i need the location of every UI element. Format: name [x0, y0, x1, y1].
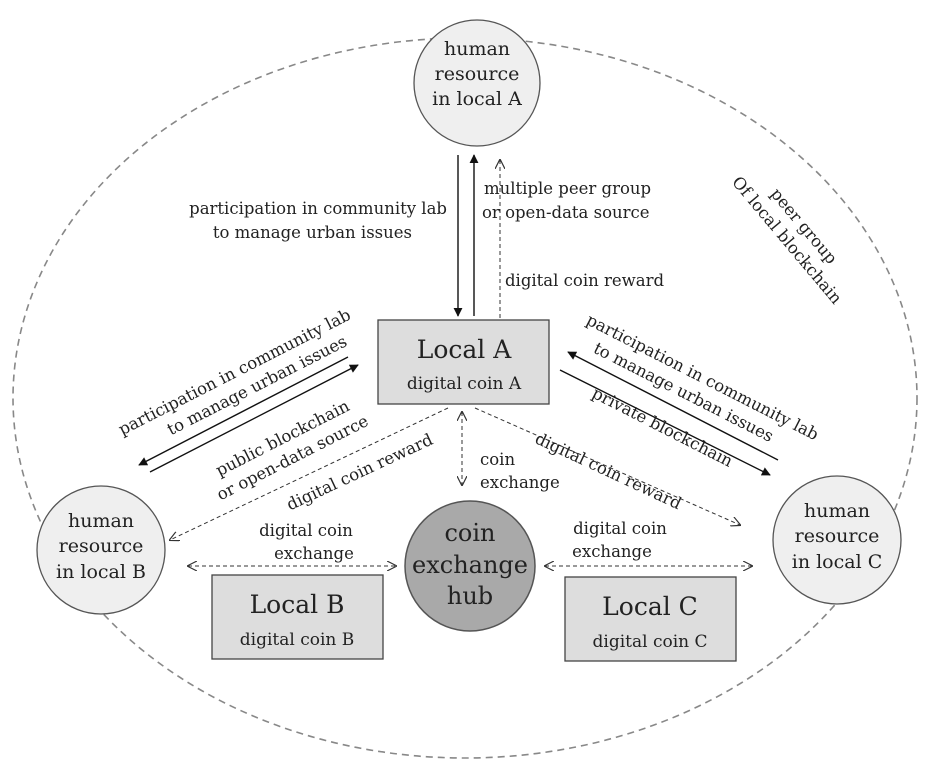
local-c-coin: digital coin C [593, 632, 708, 652]
local-a-coin: digital coin A [407, 374, 522, 394]
human-b-line1: human [68, 510, 134, 532]
node-human-a: human resource in local A [413, 19, 541, 147]
human-a-line2: resource [435, 63, 520, 85]
arrow-reward-to-c [474, 407, 740, 525]
arrow-left-source [149, 364, 359, 473]
arrow-reward-to-b [170, 407, 449, 540]
node-human-b: human resource in local B [36, 485, 166, 615]
node-local-a: Local A digital coin A [377, 319, 550, 405]
local-c-title: Local C [602, 592, 698, 621]
top-reward-label: digital coin reward [505, 271, 664, 290]
human-c-line3: in local C [792, 551, 883, 573]
center-exchange-line2: exchange [480, 473, 560, 492]
top-participation-line2: to manage urban issues [213, 223, 412, 242]
human-c-line2: resource [795, 525, 880, 547]
right-reward-text: digital coin reward [532, 429, 685, 514]
node-human-c: human resource in local C [772, 475, 902, 605]
human-a-line3: in local A [432, 88, 522, 110]
arrow-left-participation [138, 356, 349, 466]
human-b-line2: resource [59, 535, 144, 557]
human-c-line1: human [804, 500, 870, 522]
hub-line3: hub [447, 582, 493, 610]
peer-group-boundary [12, 37, 918, 759]
right-exchange-line1: digital coin [573, 519, 667, 538]
right-exchange-line2: exchange [572, 542, 652, 561]
local-b-coin: digital coin B [240, 630, 354, 650]
hub-line2: exchange [412, 551, 528, 579]
right-reward-label: digital coin reward [532, 429, 685, 514]
left-exchange-line1: digital coin [259, 521, 353, 540]
top-participation-line1: participation in community lab [189, 199, 447, 218]
node-local-b: Local B digital coin B [211, 574, 384, 660]
local-a-title: Local A [417, 335, 513, 364]
node-local-c: Local C digital coin C [564, 576, 737, 662]
local-b-title: Local B [250, 590, 345, 619]
arrow-right-source [559, 369, 771, 476]
right-participation-line1: participation in community lab [583, 310, 821, 444]
hub-line1: coin [444, 519, 495, 547]
human-a-line1: human [444, 38, 510, 60]
top-source-line2: or open-data source [482, 203, 650, 222]
peer-group-label: peer group Of local blockchain [728, 173, 846, 308]
left-exchange-line2: exchange [274, 544, 354, 563]
node-coin-exchange-hub: coin exchange hub [404, 500, 536, 632]
center-exchange-line1: coin [480, 450, 515, 469]
arrow-right-participation [567, 351, 779, 461]
top-source-line1: multiple peer group [484, 179, 651, 198]
human-b-line3: in local B [56, 561, 146, 583]
